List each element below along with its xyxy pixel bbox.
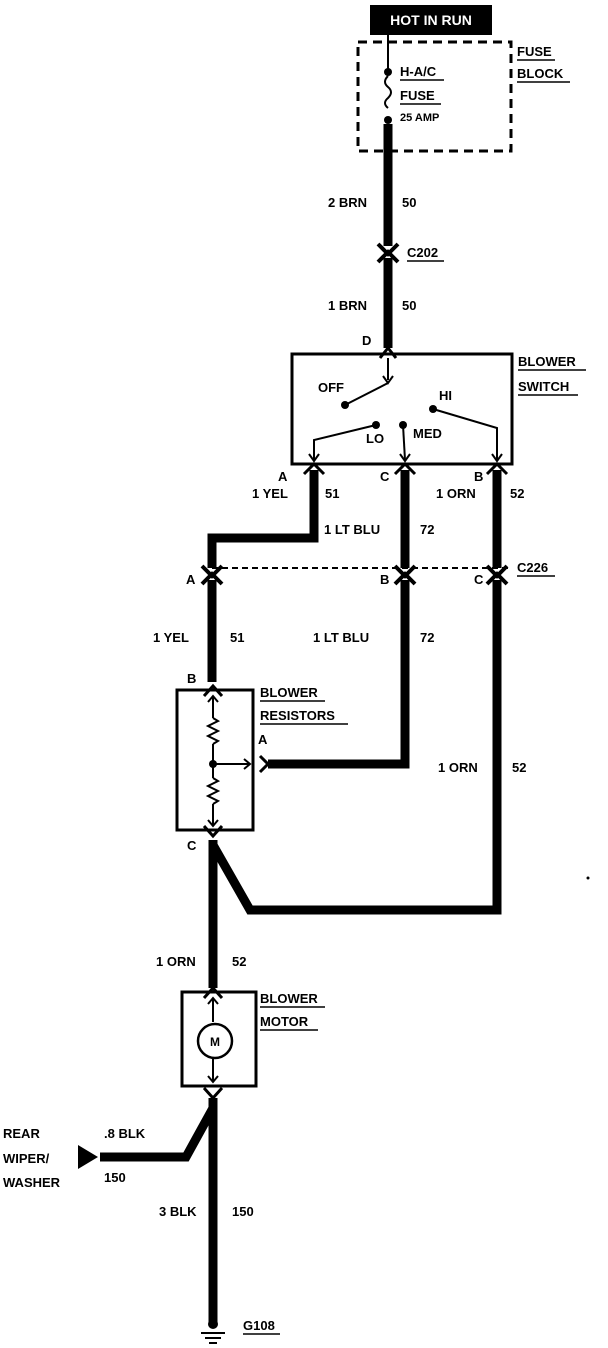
blower-motor-name-2: MOTOR (260, 1014, 309, 1029)
wire-10-circuit: 150 (104, 1170, 126, 1185)
switch-pin-d (378, 345, 398, 359)
rear-wiper-label-2: WIPER/ (3, 1151, 50, 1166)
resistor-lower-icon (205, 777, 221, 805)
fuse-terminal-bottom (384, 116, 392, 124)
wire-11-size: 3 BLK (159, 1204, 197, 1219)
fuse-terminal-top (384, 68, 392, 76)
blower-resistors-name-1: BLOWER (260, 685, 318, 700)
c226-pin-b: B (380, 572, 389, 587)
motor-icon (196, 1022, 234, 1060)
resistors-pin-c-label: C (187, 838, 197, 853)
ground-icon (201, 1332, 225, 1344)
blower-motor-name-1: BLOWER (260, 991, 318, 1006)
switch-pos-lo: LO (366, 431, 384, 446)
wire-2-size: 1 BRN (328, 298, 367, 313)
wire-4-circuit: 72 (420, 522, 434, 537)
wire-8-size: 1 ORN (438, 760, 478, 775)
switch-pos-off: OFF (318, 380, 344, 395)
switch-pin-c-label: C (380, 469, 390, 484)
wire-8-circuit: 52 (512, 760, 526, 775)
switch-pos-hi: HI (439, 388, 452, 403)
connector-c202-male (376, 249, 400, 264)
rear-wiper-connector-arrow (78, 1145, 98, 1169)
resistor-upper-icon (205, 717, 221, 745)
resistors-pin-a-label: A (258, 732, 268, 747)
fuse-name: H-A/C (400, 64, 437, 79)
wire-7-size: 1 LT BLU (313, 630, 369, 645)
fuse-block-outline (356, 40, 513, 153)
fuse-icon (384, 75, 392, 109)
switch-pin-a-label: A (278, 469, 288, 484)
c226-pin-c: C (474, 572, 484, 587)
motor-symbol: M (210, 1035, 220, 1049)
c226-pin-a: A (186, 572, 196, 587)
resistors-pin-b-label: B (187, 671, 196, 686)
wire-4-size: 1 LT BLU (324, 522, 380, 537)
wire-7-circuit: 72 (420, 630, 434, 645)
switch-pos-med: MED (413, 426, 442, 441)
blower-resistors-outline (175, 688, 255, 832)
blower-switch-name-2: SWITCH (518, 379, 569, 394)
wire-3-size: 1 YEL (252, 486, 288, 501)
wire-5-size: 1 ORN (436, 486, 476, 501)
wire-9-size: 1 ORN (156, 954, 196, 969)
wire-5-circuit: 52 (510, 486, 524, 501)
switch-pin-b-label: B (474, 469, 483, 484)
fuse-block-name-2: BLOCK (517, 66, 564, 81)
wire-6-size: 1 YEL (153, 630, 189, 645)
wire-2-circuit: 50 (402, 298, 416, 313)
wire-3-circuit: 51 (325, 486, 339, 501)
blower-switch-name-1: BLOWER (518, 354, 576, 369)
connector-c226-label: C226 (517, 560, 548, 575)
wire-1-circuit: 50 (402, 195, 416, 210)
wire-1-size: 2 BRN (328, 195, 367, 210)
switch-pin-d-label: D (362, 333, 371, 348)
ground-g108-label: G108 (243, 1318, 275, 1333)
fuse-rating: 25 AMP (400, 112, 439, 124)
blower-resistors-name-2: RESISTORS (260, 708, 335, 723)
wire-10-size: .8 BLK (104, 1126, 146, 1141)
rear-wiper-label-1: REAR (3, 1126, 40, 1141)
blower-motor-outline (180, 990, 258, 1088)
switch-wiper-arm (344, 382, 389, 406)
fuse-label: FUSE (400, 88, 435, 103)
wire-11-circuit: 150 (232, 1204, 254, 1219)
wire-9-circuit: 52 (232, 954, 246, 969)
connector-c202-label: C202 (407, 245, 438, 260)
blower-switch-outline (290, 352, 514, 466)
fuse-block-name-1: FUSE (517, 44, 552, 59)
power-source-label-box (370, 5, 492, 35)
wire-6-circuit: 51 (230, 630, 244, 645)
rear-wiper-label-3: WASHER (3, 1175, 61, 1190)
power-source-label: HOT IN RUN (390, 12, 472, 28)
